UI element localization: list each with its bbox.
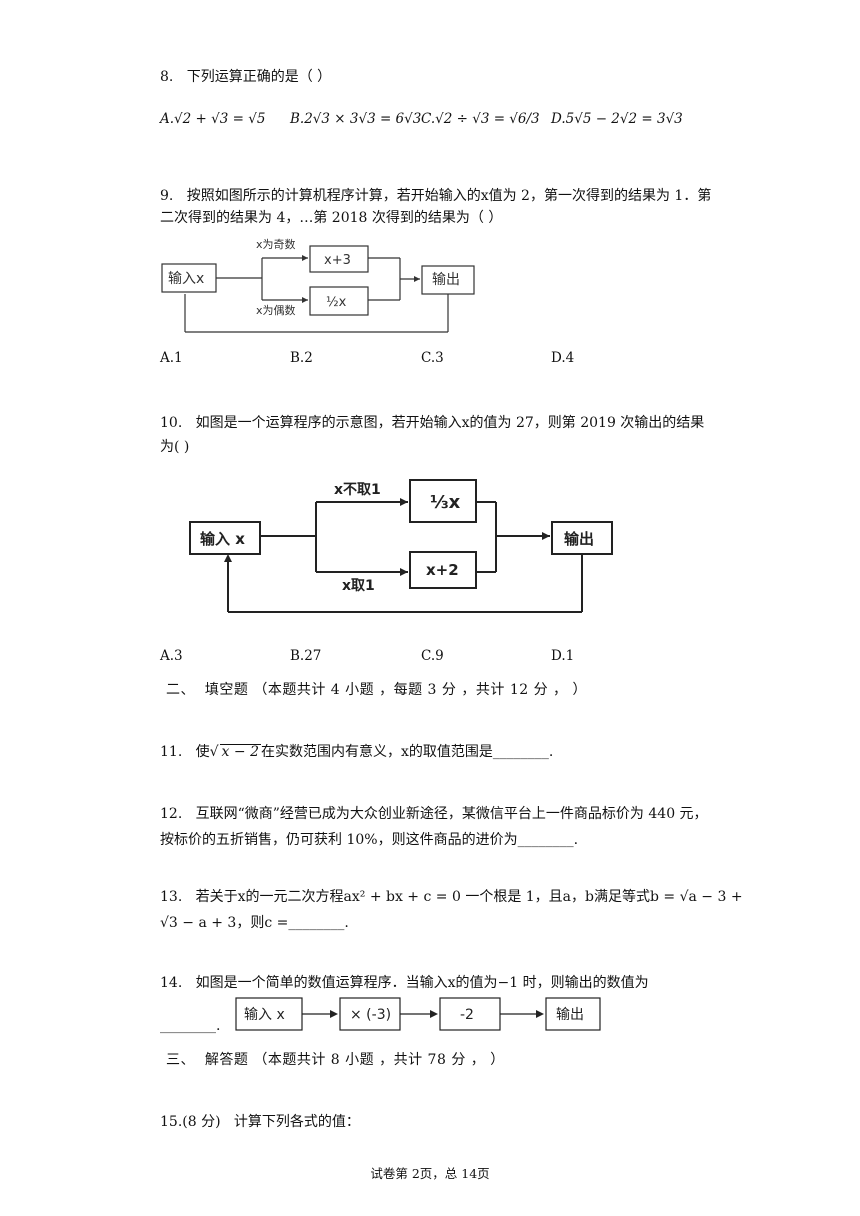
q14-output-label: 输出 — [556, 1007, 584, 1023]
q14-output-box — [545, 997, 601, 1031]
q14-multiply-label: × (-3) — [350, 1007, 391, 1023]
q9-option-a: A.1 — [160, 350, 183, 366]
q9-bottom-box-label: ½x — [326, 295, 347, 310]
section-3-header: 三、 解答题 （本题共计 8 小题 ，共计 78 分 ， ） — [166, 1052, 505, 1068]
q9-top-box-label: x+3 — [324, 253, 351, 268]
q8-option-a: A.√2 + √3 = √5 — [160, 111, 266, 127]
page-footer: 试卷第 2页，总 14页 — [370, 1166, 490, 1181]
q11-prefix: 11. 使 — [160, 744, 210, 760]
q9-odd-label: x为奇数 — [256, 238, 296, 251]
q12-line2: 按标价的五折销售，仍可获利 10%，则这件商品的进价为________. — [160, 832, 579, 848]
q10-line2: 为( ) — [160, 439, 190, 455]
q10-bottom-box-label: x+2 — [426, 561, 459, 579]
q8-option-c: C.√2 ÷ √3 = √6/3 — [421, 111, 540, 127]
q10-output-label: 输出 — [564, 530, 594, 548]
q10-bottom-box — [409, 551, 477, 589]
q9-line1: 9. 按照如图所示的计算机程序计算，若开始输入的x值为 2，第一次得到的结果为 … — [160, 188, 712, 204]
q14-input-label: 输入 x — [244, 1007, 285, 1023]
q9-option-d: D.4 — [551, 350, 575, 366]
q14-line1: 14. 如图是一个简单的数值运算程序．当输入x的值为−1 时，则输出的数值为 — [160, 975, 649, 991]
section-2-header: 二、 填空题 （本题共计 4 小题 ，每题 3 分 ，共计 12 分 ， ） — [166, 682, 587, 698]
q9-input-label: 输入x — [168, 271, 204, 287]
q10-input-box — [189, 521, 261, 555]
q9-top-box — [309, 245, 369, 273]
q8-option-d: D.5√5 − 2√2 = 3√3 — [551, 111, 683, 127]
q12-line1: 12. 互联网“微商”经营已成为大众创业新途径，某微信平台上一件商品标价为 44… — [160, 806, 708, 822]
q10-flow-diagram: 输入 x x不取1 x取1 ⅓x x+2 输出 — [189, 479, 613, 613]
q14-line2: ________. — [160, 1018, 221, 1034]
q14-flow-diagram: 输入 x × (-3) -2 输出 — [235, 997, 601, 1031]
q11-radicand: x − 2 — [219, 744, 261, 760]
q13-line1: 13. 若关于x的一元二次方程ax² + bx + c = 0 一个根是 1，且… — [160, 889, 743, 905]
q8-stem: 8. 下列运算正确的是（ ） — [160, 69, 332, 85]
q10-top-box-label: ⅓x — [430, 492, 461, 513]
q13-line2: √3 − a + 3，则c =________. — [160, 915, 349, 931]
q10-input-label: 输入 x — [200, 530, 245, 548]
q10-option-d: D.1 — [551, 648, 575, 664]
q9-bottom-box — [309, 286, 369, 316]
q15-stem: 15.(8 分) 计算下列各式的值： — [160, 1114, 360, 1130]
q11-suffix: 在实数范围内有意义，x的取值范围是________. — [260, 744, 554, 760]
q9-flow-diagram: 输入x x为奇数 x为偶数 x+3 ½x 输出 — [161, 238, 475, 333]
q8-option-b: B.2√3 × 3√3 = 6√3 — [290, 111, 422, 127]
q10-option-c: C.9 — [421, 648, 444, 664]
q9-output-label: 输出 — [432, 272, 460, 288]
q10-top-label: x不取1 — [334, 482, 381, 498]
q10-option-b: B.27 — [290, 648, 322, 664]
q10-option-a: A.3 — [160, 648, 183, 664]
q9-line2: 二次得到的结果为 4，…第 2018 次得到的结果为（ ） — [160, 210, 503, 226]
q10-bottom-label: x取1 — [342, 578, 375, 594]
q9-option-c: C.3 — [421, 350, 444, 366]
q10-line1: 10. 如图是一个运算程序的示意图，若开始输入x的值为 27，则第 2019 次… — [160, 415, 705, 431]
q9-option-b: B.2 — [290, 350, 313, 366]
q9-even-label: x为偶数 — [256, 304, 296, 317]
q14-subtract-label: -2 — [460, 1007, 474, 1023]
